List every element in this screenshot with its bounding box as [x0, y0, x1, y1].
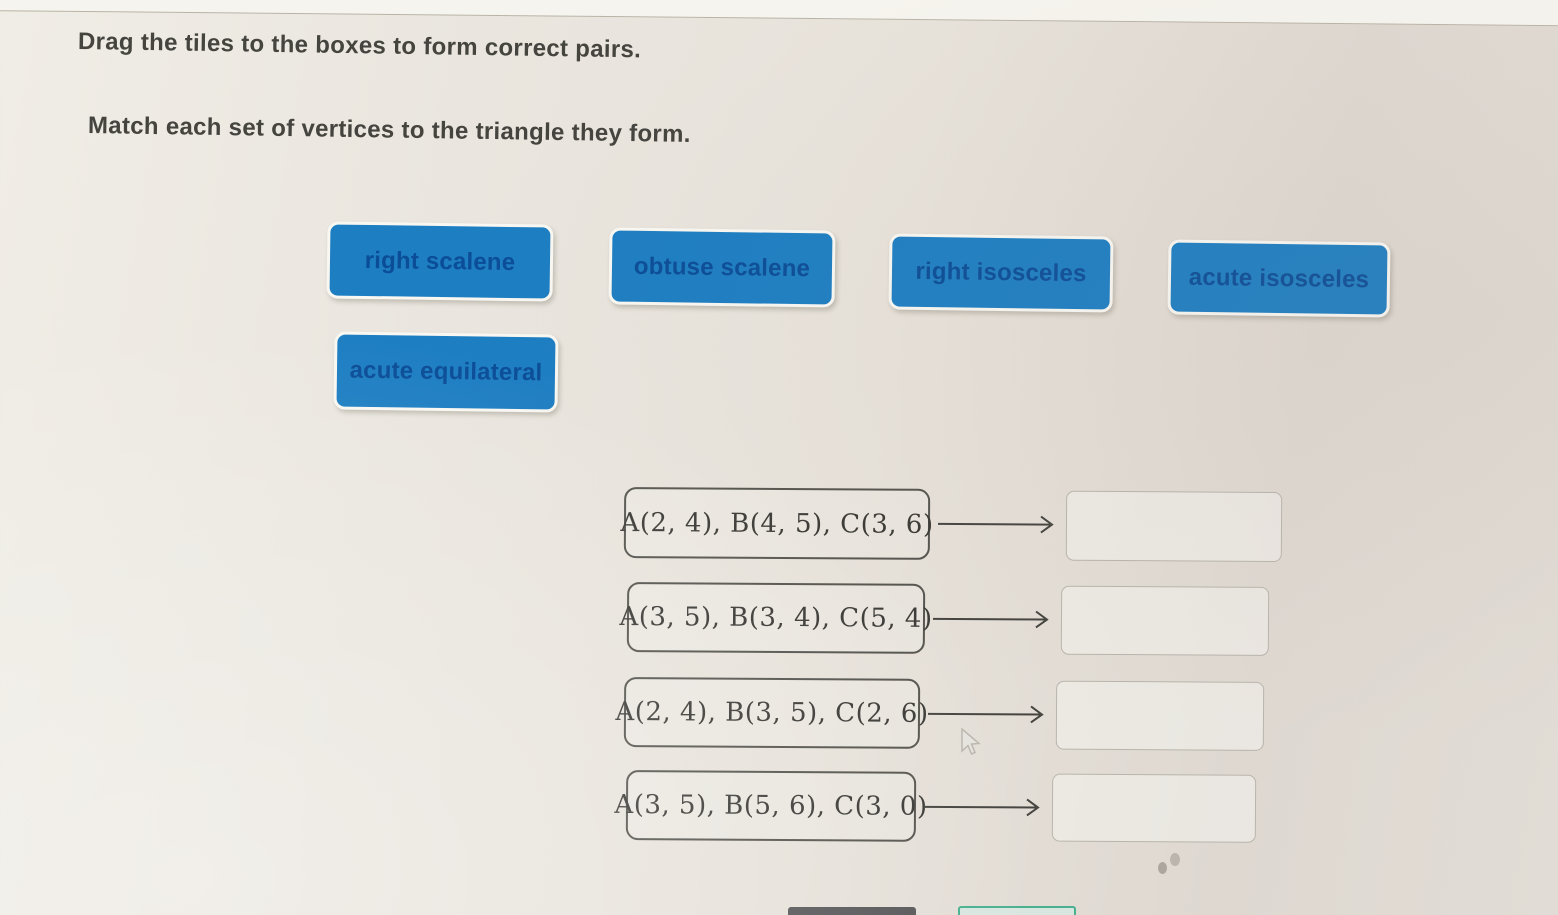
- tile-label: obtuse scalene: [633, 252, 811, 282]
- vertex-set-label: A(2, 4), B(4, 5), C(3, 6): [620, 507, 934, 540]
- answer-drop-box[interactable]: [1060, 585, 1270, 656]
- mouse-cursor-icon: [961, 727, 981, 755]
- pair-row: A(2, 4), B(3, 5), C(2, 6): [615, 677, 1265, 751]
- tile-label: right scalene: [364, 246, 516, 276]
- instruction-match-vertices: Match each set of vertices to the triang…: [87, 112, 691, 148]
- cursor-smudge: [1170, 853, 1180, 866]
- instruction-drag-tiles: Drag the tiles to the boxes to form corr…: [77, 28, 642, 64]
- cutoff-button-teal[interactable]: [958, 906, 1076, 915]
- tile-acute-equilateral[interactable]: acute equilateral: [333, 331, 559, 413]
- tile-right-isosceles[interactable]: right isosceles: [888, 233, 1114, 313]
- arrow-icon: [923, 798, 1040, 817]
- screen-glare-edge: [0, 0, 1558, 27]
- answer-drop-box[interactable]: [1065, 490, 1283, 562]
- tile-label: right isosceles: [915, 257, 1087, 288]
- answer-drop-box[interactable]: [1051, 773, 1257, 843]
- answer-drop-box[interactable]: [1055, 680, 1265, 751]
- vertex-set-label: A(3, 5), B(5, 6), C(3, 0): [614, 789, 928, 822]
- vertex-set-box: A(2, 4), B(4, 5), C(3, 6): [620, 487, 934, 560]
- vertex-set-label: A(3, 5), B(3, 4), C(5, 4): [619, 601, 933, 634]
- vertex-set-box: A(3, 5), B(5, 6), C(3, 0): [614, 770, 928, 842]
- vertex-set-box: A(2, 4), B(3, 5), C(2, 6): [615, 677, 929, 749]
- tile-label: acute isosceles: [1188, 263, 1370, 293]
- tile-label: acute equilateral: [349, 356, 543, 387]
- vertex-set-label: A(2, 4), B(3, 5), C(2, 6): [615, 696, 929, 729]
- tile-right-scalene[interactable]: right scalene: [326, 221, 554, 302]
- tile-acute-isosceles[interactable]: acute isosceles: [1167, 239, 1391, 318]
- pair-row: A(3, 5), B(3, 4), C(5, 4): [619, 582, 1270, 656]
- arrow-icon: [932, 610, 1049, 629]
- pair-row: A(2, 4), B(4, 5), C(3, 6): [620, 487, 1283, 562]
- arrow-icon: [927, 705, 1044, 724]
- pair-row: A(3, 5), B(5, 6), C(3, 0): [614, 770, 1257, 844]
- tile-obtuse-scalene[interactable]: obtuse scalene: [608, 227, 836, 308]
- arrow-icon: [937, 515, 1054, 534]
- vertex-set-box: A(3, 5), B(3, 4), C(5, 4): [619, 582, 933, 654]
- cursor-smudge: [1158, 862, 1167, 874]
- cutoff-button-dark[interactable]: [788, 907, 916, 915]
